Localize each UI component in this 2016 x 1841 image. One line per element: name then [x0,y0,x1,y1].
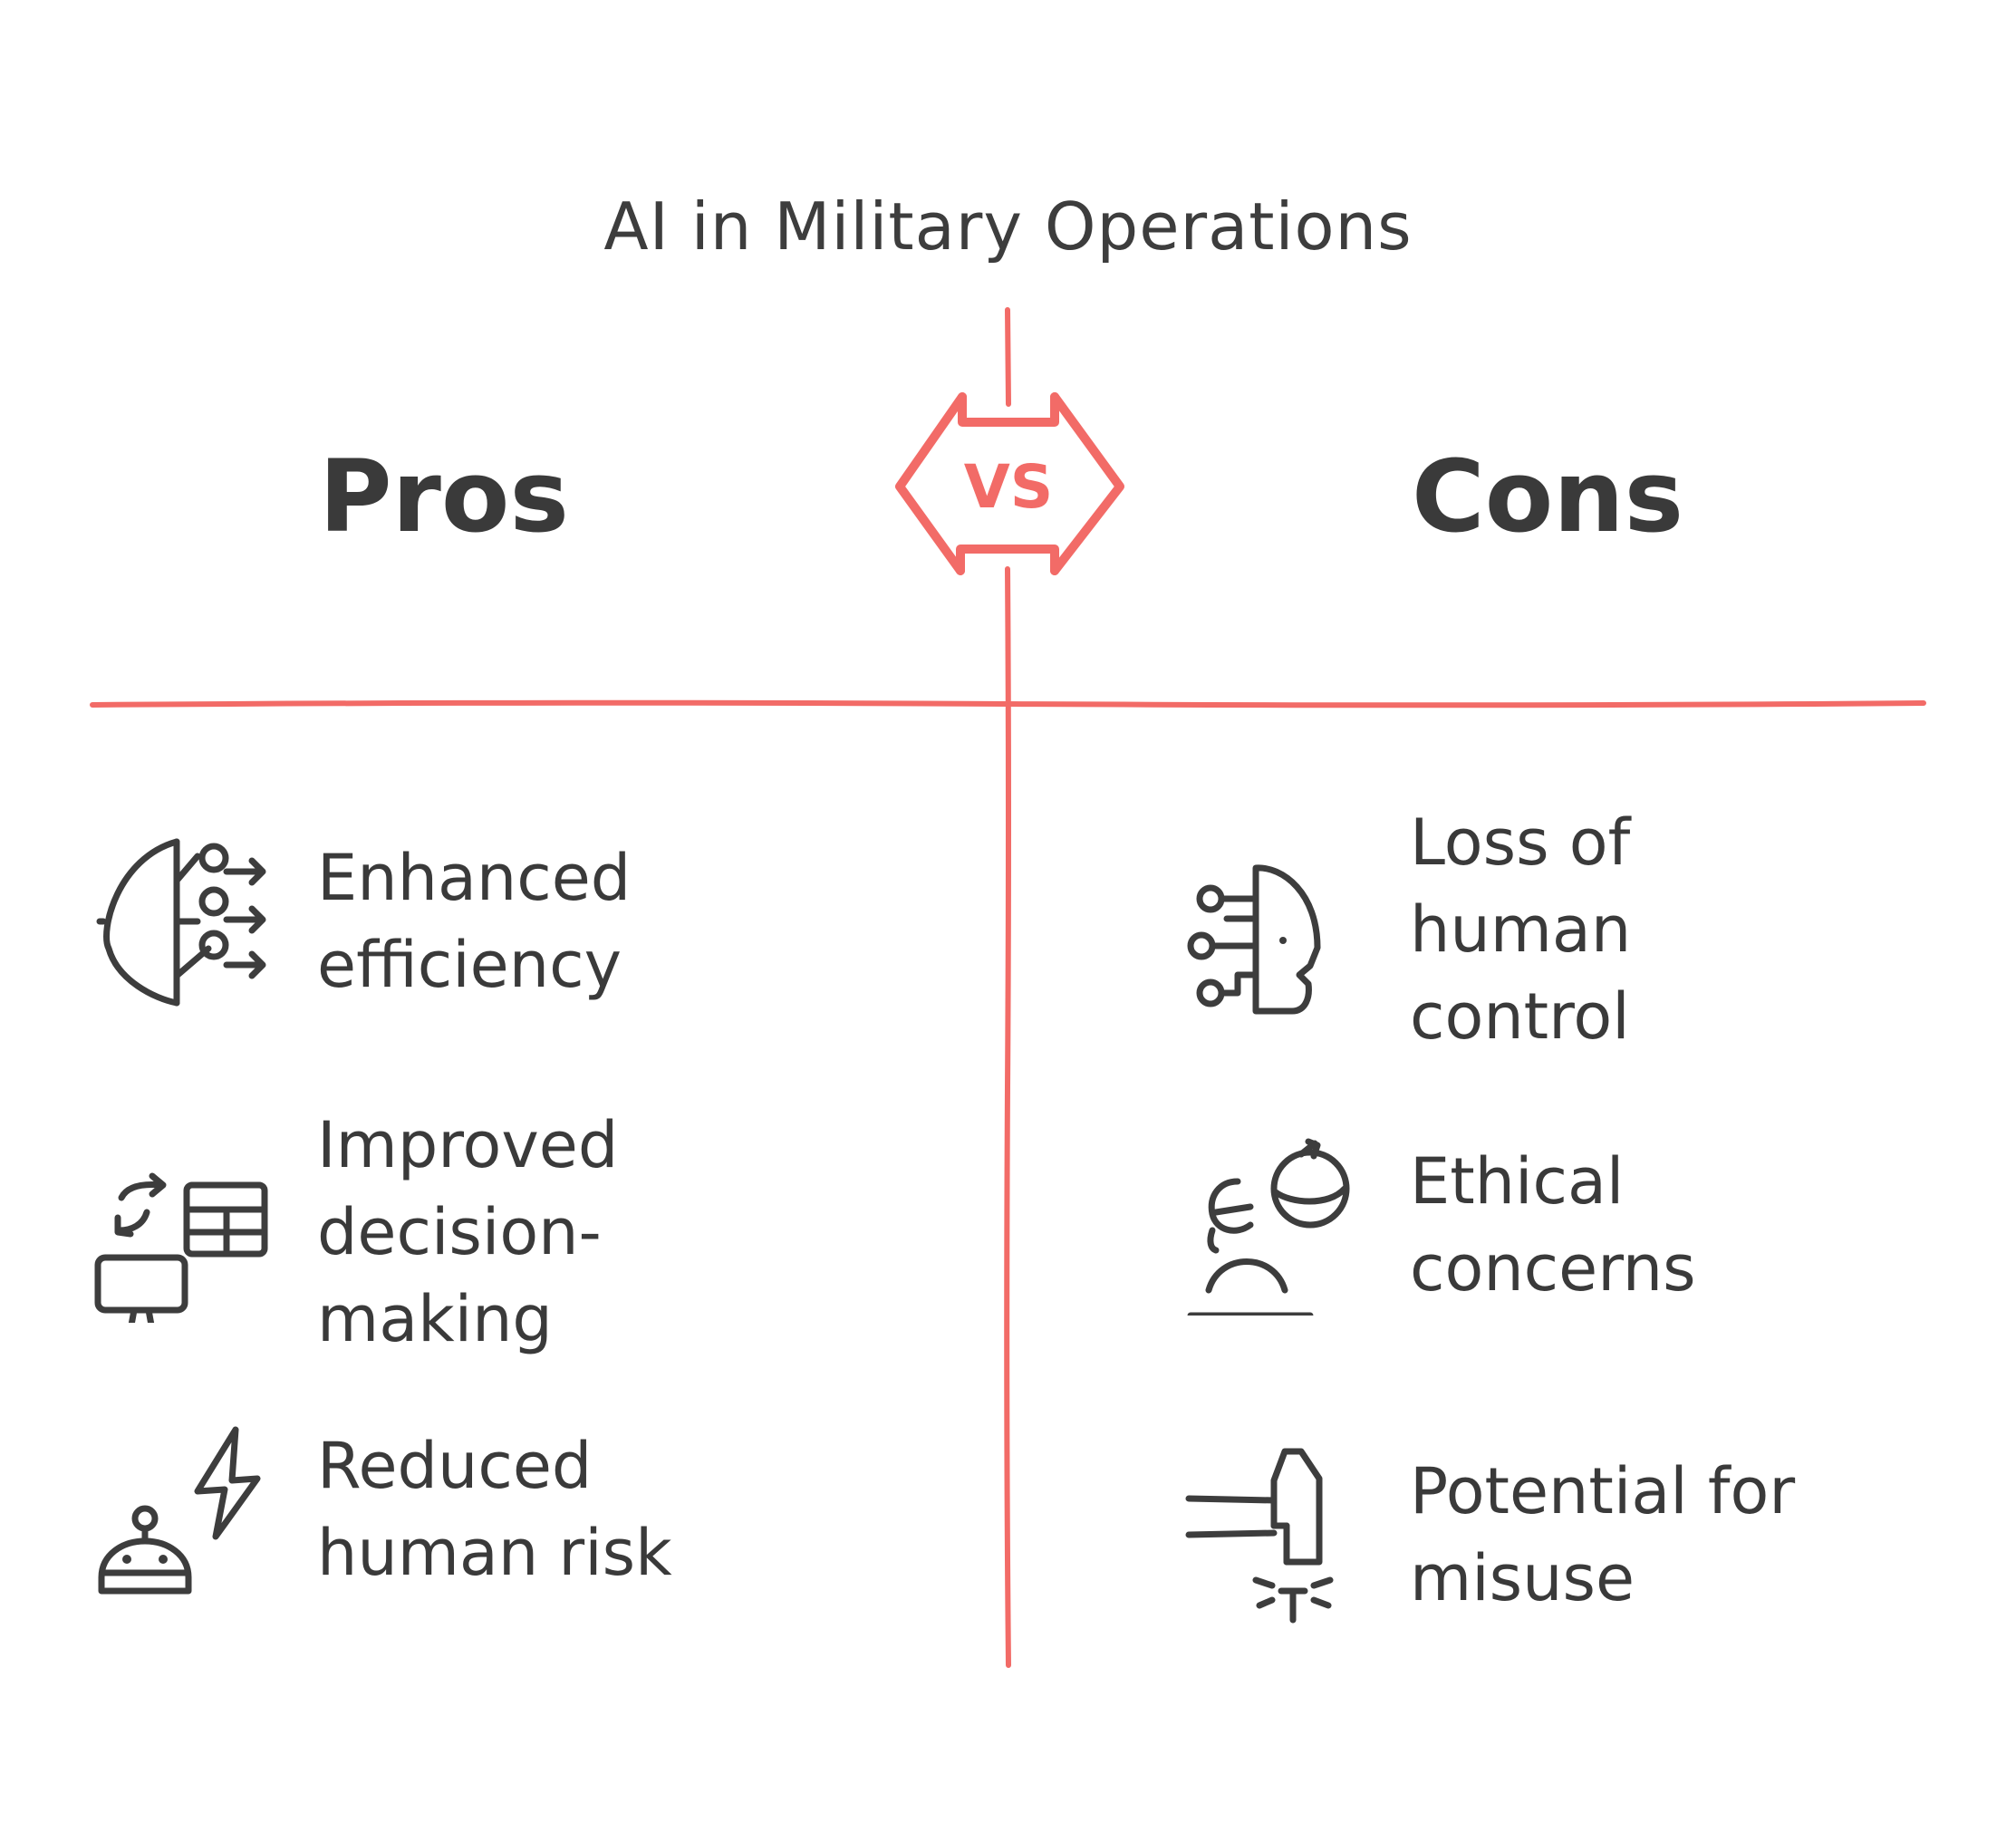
decision-making-icon [94,1172,268,1323]
pros-item-label: Improved decision- making [317,1102,618,1363]
label-line: Loss of [1410,805,1631,880]
pros-item: Improved decision- making [91,1102,618,1363]
label-line: decision- [317,1195,602,1269]
horizontal-divider [90,699,1926,708]
efficiency-icon [96,838,266,1007]
ethical-person-icon [1187,1138,1350,1316]
vs-badge [895,392,1124,575]
cons-heading: Cons [1412,439,1684,554]
label-line: human risk [317,1516,672,1590]
label-line: making [317,1282,553,1356]
label-line: Potential for [1410,1454,1796,1528]
cons-item-label: Ethical concerns [1410,1138,1696,1312]
cons-item: Potential for misuse [1183,1444,1795,1625]
cons-item-label: Loss of human control [1410,799,1631,1060]
vertical-divider [1004,566,1011,1668]
label-line: Reduced [317,1429,593,1503]
label-line: control [1410,979,1630,1054]
robotic-head-icon [1187,864,1321,1015]
robot-lightning-icon [98,1426,261,1595]
pros-heading: Pros [319,439,569,554]
label-line: human [1410,892,1632,967]
vs-label: VS [964,452,1054,522]
pros-item: Enhanced efficiency [91,831,631,1012]
pros-item-label: Reduced human risk [317,1422,672,1596]
label-line: Enhanced [317,841,632,915]
label-line: Improved [317,1108,619,1182]
cons-item: Ethical concerns [1183,1134,1696,1316]
label-line: misuse [1410,1541,1635,1615]
diagram-title: AI in Military Operations [603,188,1413,265]
label-line: concerns [1410,1231,1696,1306]
pros-item-label: Enhanced efficiency [317,834,631,1008]
pros-item: Reduced human risk [91,1419,672,1600]
cons-item-label: Potential for misuse [1410,1448,1795,1622]
hammer-misuse-icon [1185,1448,1334,1624]
label-line: efficiency [317,928,622,1002]
label-line: Ethical [1410,1144,1625,1219]
cons-item: Loss of human control [1183,799,1631,1060]
